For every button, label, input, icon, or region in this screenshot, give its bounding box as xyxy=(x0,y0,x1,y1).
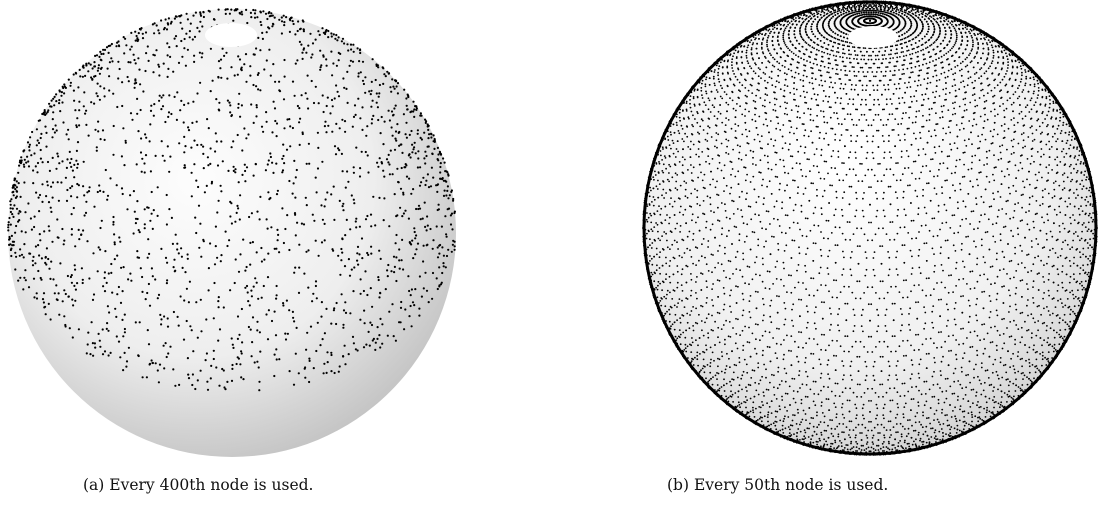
caption-b-label: (b) xyxy=(667,476,690,494)
caption-a-label: (a) xyxy=(83,476,105,494)
figure-b: (b) Every 50th node is used. xyxy=(620,0,1099,507)
caption-a: (a) Every 400th node is used. xyxy=(83,476,313,494)
caption-a-text: Every 400th node is used. xyxy=(109,476,314,494)
caption-b: (b) Every 50th node is used. xyxy=(667,476,888,494)
figure-a: (a) Every 400th node is used. xyxy=(0,0,470,507)
caption-b-text: Every 50th node is used. xyxy=(693,476,889,494)
sphere-b xyxy=(643,1,1097,455)
node-points-a xyxy=(7,8,456,392)
sphere-a xyxy=(8,9,456,457)
node-points-b xyxy=(642,0,1098,456)
sphere-random-nodes xyxy=(7,8,456,457)
pole-hole-b xyxy=(848,26,898,48)
sphere-spiral-nodes xyxy=(642,0,1098,456)
pole-hole-a xyxy=(205,23,257,47)
